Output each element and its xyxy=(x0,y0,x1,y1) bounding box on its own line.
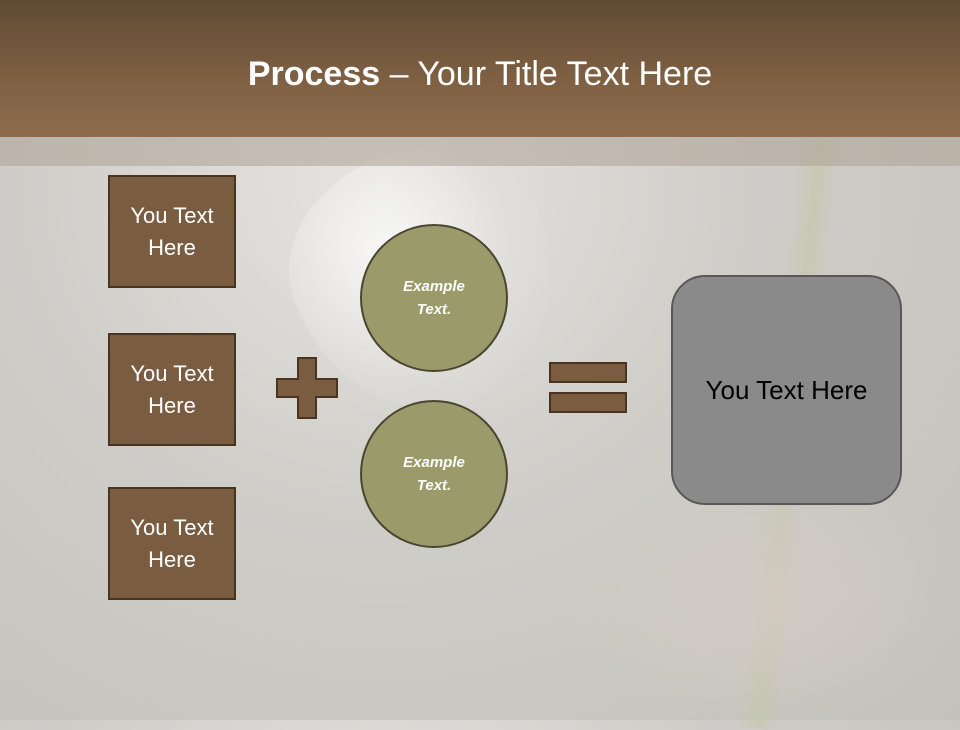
result-box: You Text Here xyxy=(671,275,902,505)
background-glow xyxy=(560,470,960,730)
input-box-1-label: You Text Here xyxy=(130,202,214,260)
result-label: You Text Here xyxy=(705,374,868,405)
example-circle-1: Example Text. xyxy=(360,224,508,372)
input-box-1: You Text Here xyxy=(108,175,236,288)
title-rest: – Your Title Text Here xyxy=(380,55,713,93)
input-box-3: You Text Here xyxy=(108,487,236,600)
input-box-2: You Text Here xyxy=(108,333,236,446)
example-circle-1-label: Example Text. xyxy=(403,278,465,318)
title-banner xyxy=(0,0,960,137)
slide-title: Process – Your Title Text Here xyxy=(0,52,960,96)
example-circle-2: Example Text. xyxy=(360,400,508,548)
plus-icon xyxy=(276,357,338,419)
title-banner-strip xyxy=(0,137,960,166)
input-box-3-label: You Text Here xyxy=(130,514,214,572)
example-circle-2-label: Example Text. xyxy=(403,454,465,494)
title-bold: Process xyxy=(247,55,381,93)
input-box-2-label: You Text Here xyxy=(130,360,214,418)
equals-bar-bottom xyxy=(549,392,627,413)
equals-bar-top xyxy=(549,362,627,383)
